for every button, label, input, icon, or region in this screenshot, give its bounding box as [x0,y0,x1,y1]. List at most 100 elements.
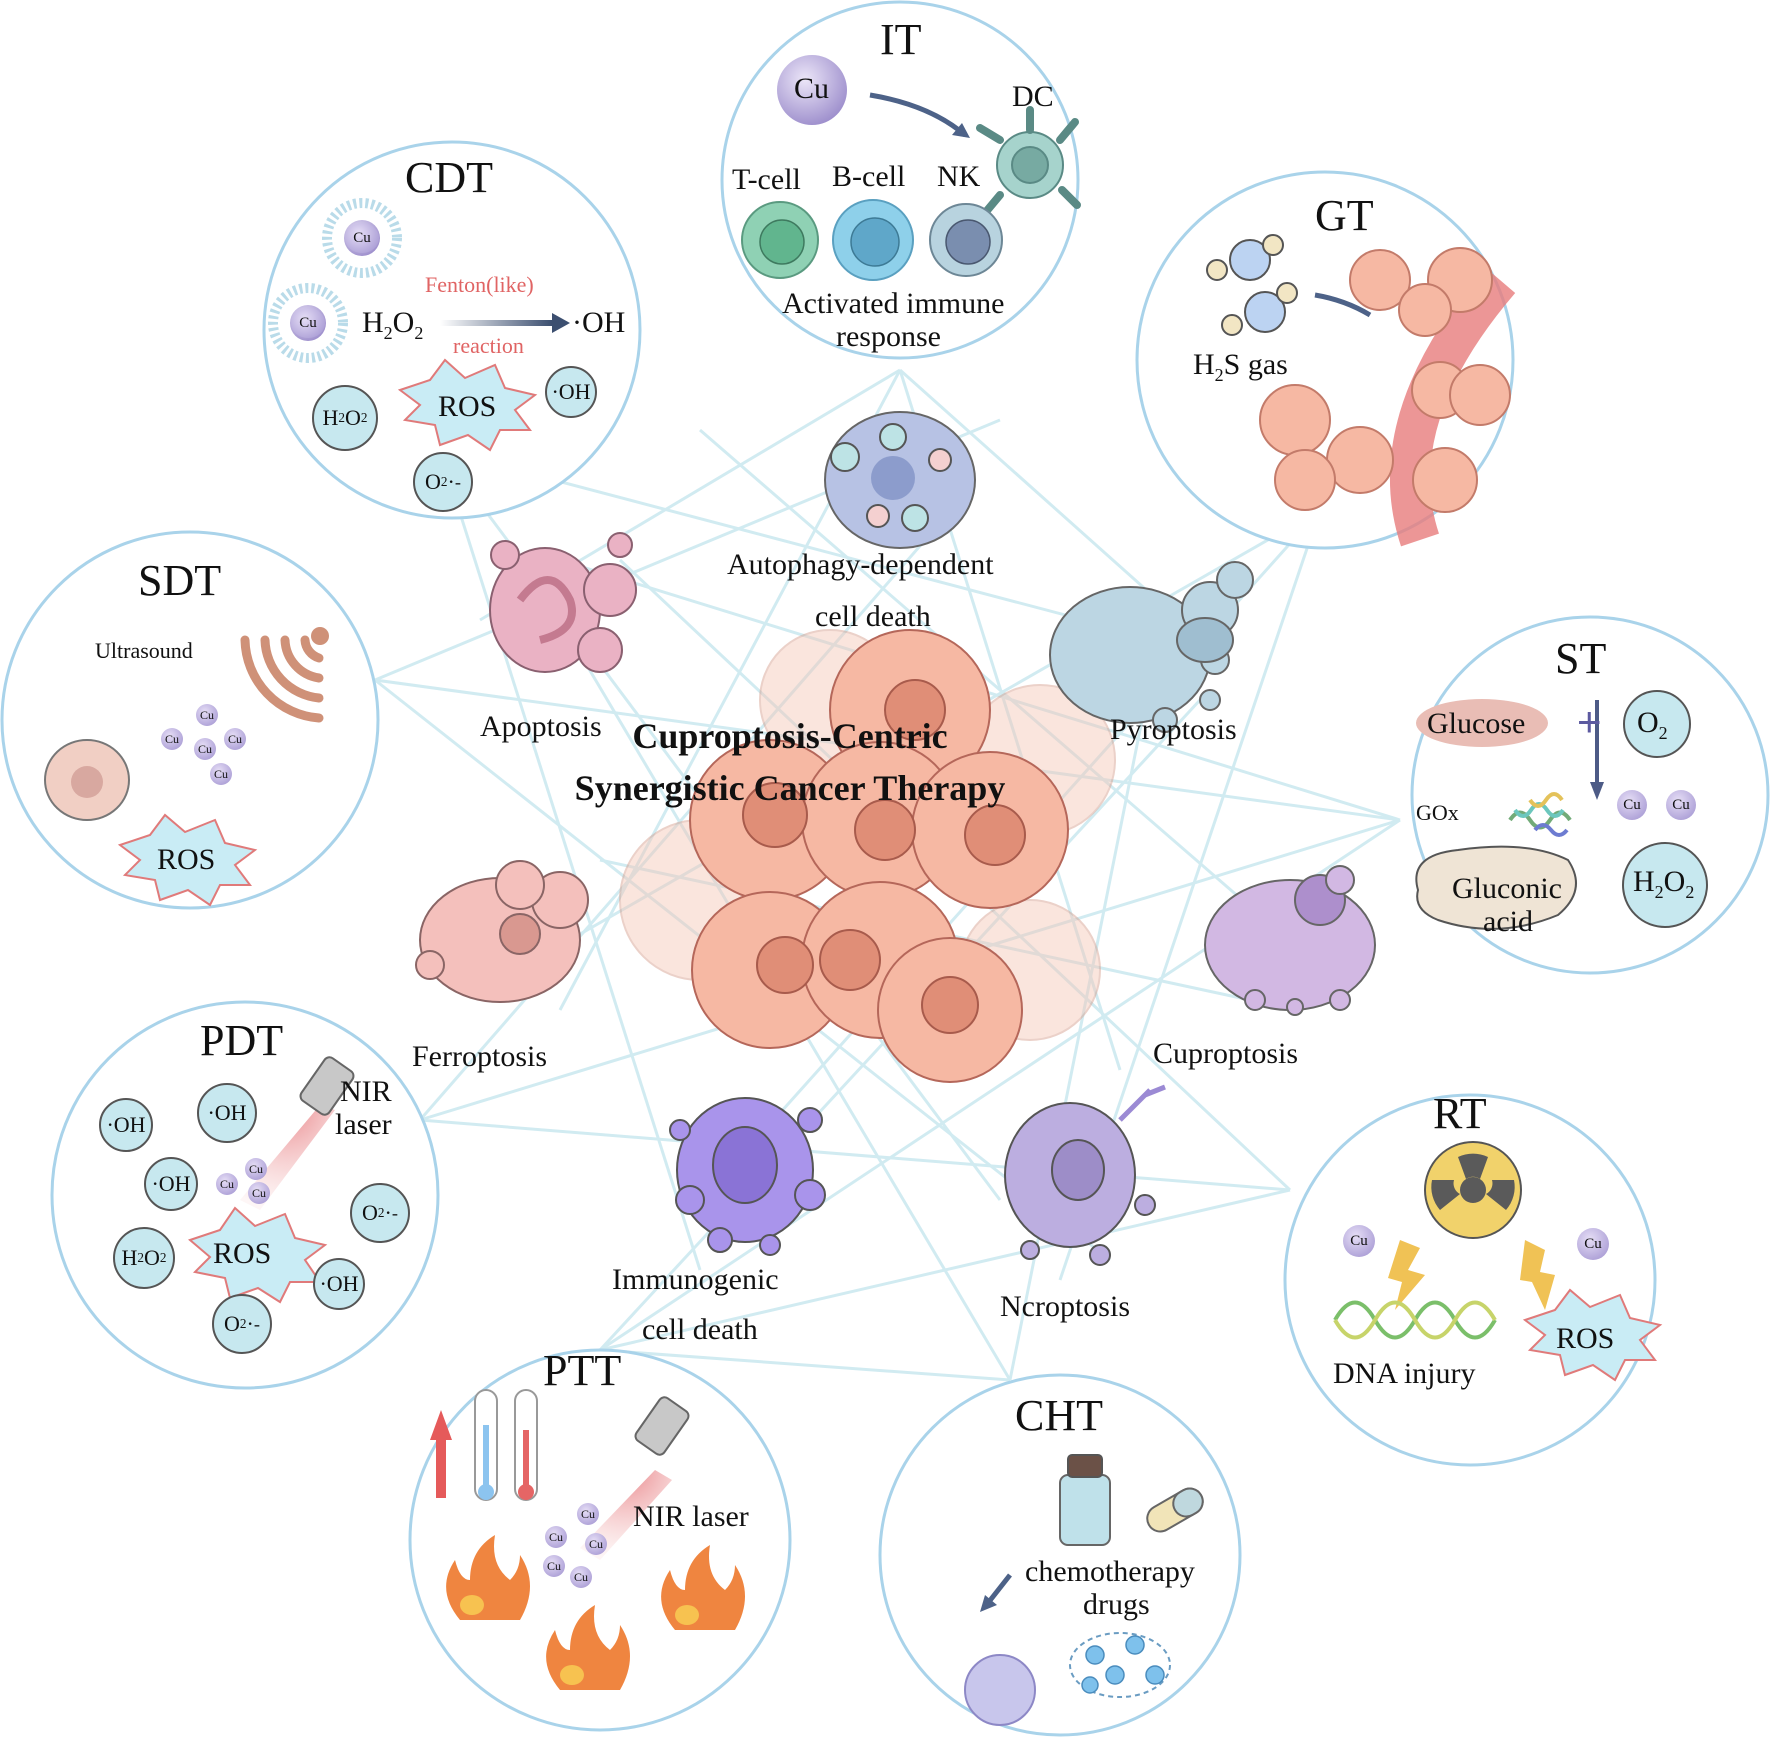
sdt-title: SDT [138,556,222,605]
ultrasound-icon [240,635,324,723]
rt-illustration [1333,1141,1663,1382]
st-cu-particle: Cu [1666,790,1696,820]
sdt-illustration [44,627,329,907]
apoptosis-cell-illustration [489,532,637,673]
drug-bottle-icon [1059,1474,1111,1546]
gt-title: GT [1315,191,1374,240]
laser-device-icon [634,1396,690,1456]
cdt-h2o2-reactant: H2O2 [362,306,424,343]
ferroptosis-cell-illustration [415,860,589,1003]
label-autophagy-line2: cell death [815,600,931,633]
rt-ros-label: ROS [1556,1322,1615,1355]
label-immunogenic: Immunogenic [612,1263,779,1296]
nanoparticle-icon [964,1654,1036,1726]
cht-drug-line1: chemotherapy [1025,1555,1195,1588]
cht-drug-line2: drugs [1083,1588,1150,1621]
st-plus-sign: + [1577,698,1602,745]
rt-circle [1283,1093,1657,1467]
ptt-cu-particle: Cu [585,1533,607,1555]
sdt-cu-particle: Cu [194,738,216,760]
cdt-fenton-label: Fenton(like) [425,272,534,297]
center-title-line1: Cuproptosis-Centric [632,716,948,756]
cht-illustration [964,1454,1204,1726]
st-h2o2-label: H2O2 [1633,865,1695,902]
ptt-title: PTT [543,1346,622,1395]
autophagy-cell-illustration [824,411,976,549]
st-gox-label: GOx [1416,800,1459,825]
pyroptosis-cell-illustration [1049,561,1254,733]
sdt-cu-particle: Cu [161,728,183,750]
cdt-ros-label: ROS [438,390,497,423]
cdt-reaction-label: reaction [453,333,524,358]
cht-circle [878,1373,1242,1737]
ptt-cu-particle: Cu [543,1555,565,1577]
sdt-ros-label: ROS [157,843,216,876]
cdt-cu-nanoparticle: Cu [345,223,379,253]
cuproptosis-cell-illustration [1204,865,1376,1016]
cdt-title: CDT [405,153,493,202]
it-caption-line2: response [836,320,941,353]
sdt-cu-particle: Cu [210,763,232,785]
capsule-icon [1146,1487,1204,1533]
dendritic-cell-icon [976,106,1081,217]
it-tcell-label: T-cell [732,163,801,196]
pdt-oh-bubble: ·OH [144,1157,198,1211]
lightning-icon [1388,1240,1425,1310]
label-pyroptosis: Pyroptosis [1110,713,1237,746]
it-bcell-label: B-cell [832,160,906,193]
ptt-laser-label: NIR laser [633,1500,749,1533]
center-title: Cuproptosis-Centric Synergistic Cancer T… [540,710,1040,814]
rt-cu-particle: Cu [1343,1225,1375,1257]
glucose-ellipse [1416,699,1548,747]
tumor-cell-icon [44,739,130,821]
temperature-up-arrow-icon [430,1410,452,1498]
necroptosis-cell-illustration [1004,1084,1166,1266]
sdt-ultrasound-label: Ultrasound [95,638,193,663]
gt-illustration [1206,234,1516,547]
st-gluconic-line1: Gluconic [1452,872,1562,905]
immunogenic-cell-illustration [669,1097,826,1256]
gt-h2s-label: H2S gas [1193,348,1288,385]
rt-title: RT [1433,1089,1487,1138]
sdt-cu-particle: Cu [196,704,218,726]
pdt-oh-bubble: ·OH [313,1258,365,1310]
pdt-cu-particle: Cu [245,1158,267,1180]
laser-device-icon [299,1056,355,1116]
rt-dna-label: DNA injury [1333,1357,1476,1390]
pdt-laser-line2: laser [335,1108,392,1141]
pdt-oh-bubble: ·OH [197,1083,257,1143]
rt-cu-particle: Cu [1577,1228,1609,1260]
st-illustration [1415,690,1708,930]
label-cuproptosis: Cuproptosis [1153,1037,1299,1070]
dna-icon [1333,1300,1497,1340]
pdt-laser-line1: NIR [340,1075,392,1108]
ros-burst-icon [1522,1288,1663,1382]
pdt-oh-bubble: ·OH [99,1098,153,1152]
lightning-icon [1520,1240,1555,1310]
tumor-cell-cluster [619,629,1116,1083]
it-title: IT [880,15,922,64]
ptt-cu-particle: Cu [545,1526,567,1548]
label-immunogenic-line2: cell death [642,1313,758,1346]
it-dc-label: DC [1012,80,1054,113]
ros-burst-icon [117,813,258,907]
cdt-oh-product: ·OH [572,306,626,339]
cht-title: CHT [1015,1391,1103,1440]
st-title: ST [1555,634,1607,683]
ptt-cu-particle: Cu [577,1503,599,1525]
pdt-cu-particle: Cu [248,1182,270,1204]
center-title-line2: Synergistic Cancer Therapy [574,768,1006,808]
pdt-ros-label: ROS [213,1237,272,1270]
label-autophagy: Autophagy-dependent [727,548,994,581]
label-apoptosis: Apoptosis [480,710,602,743]
st-glucose-label: Glucose [1427,707,1526,740]
label-ferroptosis: Ferroptosis [412,1040,547,1073]
it-nk-label: NK [937,160,981,193]
